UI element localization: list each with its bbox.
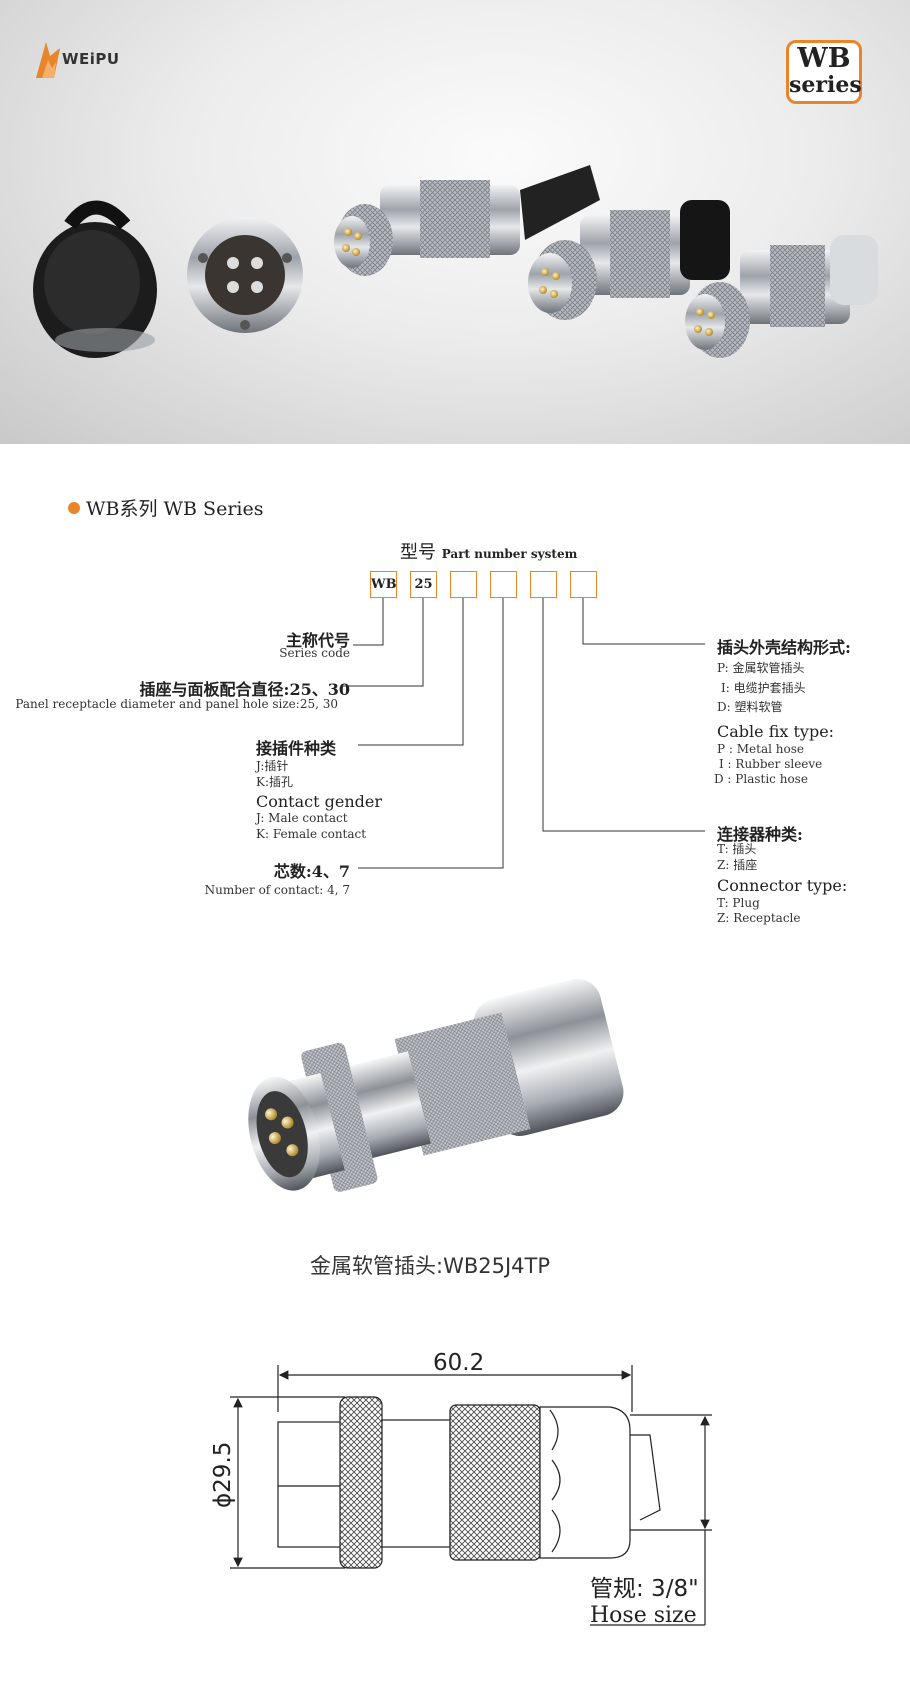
cable-fix-en-item-2: D : Plastic hose [714,772,808,786]
leader-lines [343,598,705,869]
hero-banner: WEiPU WB series [0,0,910,444]
part-number-title-en: Part number system [441,547,578,561]
section-title-text: WB系列 WB Series [86,498,264,520]
hose-size-en: Hose size [590,1603,697,1628]
section-title: WB系列 WB Series [68,494,263,521]
product-photo [248,978,624,1192]
brand-name: WEiPU [62,50,120,68]
contact-gender-en: Contact gender [256,792,382,811]
contacts-en: Number of contact: 4, 7 [204,883,350,897]
pn-box-type [530,571,557,598]
receptacle-with-cap [33,200,157,358]
connector-type-en-item-0: T: Plug [717,896,760,910]
cable-fix-cn: 插头外壳结构形式: [717,638,851,657]
cable-fix-cn-item-2: D: 塑料软管 [717,700,783,714]
product-lineup-image [33,165,878,358]
contact-gender-cn-item-1: K:插孔 [256,775,294,789]
series-code-cn: 主称代号 [285,631,350,650]
flange-receptacle [187,217,303,333]
pn-box-size: 25 [410,571,437,598]
bullet-dot [68,502,80,514]
connector-type-cn-item-0: T: 插头 [717,842,757,856]
part-number-title: 型号 Part number system [400,538,577,564]
panel-en: Panel receptacle diameter and panel hole… [15,697,338,711]
cable-fix-en-item-0: P : Metal hose [717,742,804,756]
product-caption: 金属软管插头:WB25J4TP [310,1254,551,1278]
series-code-en: Series code [279,646,350,660]
pn-box-gender [450,571,477,598]
pn-box-series: WB [370,571,397,598]
series-badge-top: WB [797,43,851,74]
panel-cn: 插座与面板配合直径:25、30 [139,680,350,699]
technical-drawing: 60.2 ϕ29.5 管规: 3/8" Hose size [210,1350,712,1628]
plug-black-sleeve [528,200,730,320]
contact-gender-cn: 接插件种类 [256,739,337,758]
series-badge-bottom: series [789,72,862,98]
plug-metal-hose [685,235,878,358]
diameter-dimension: ϕ29.5 [210,1442,236,1508]
connector-type-cn-item-1: Z: 插座 [717,858,758,872]
part-number-title-cn: 型号 [400,542,436,563]
cable-fix-cn-item-1: I: 电缆护套插头 [721,681,806,695]
connector-type-en-item-1: Z: Receptacle [717,911,801,925]
length-dimension: 60.2 [433,1350,484,1376]
flame-icon [36,42,60,78]
cable-fix-cn-item-0: P: 金属软管插头 [717,661,805,675]
cable-fix-en-item-1: I : Rubber sleeve [719,757,823,771]
brand-logo: WEiPU [32,38,142,80]
contact-gender-cn-item-0: J:插针 [256,759,289,773]
contact-gender-en-item-0: J: Male contact [256,811,348,825]
pn-box-contacts [490,571,517,598]
connector-type-cn: 连接器种类: [717,825,803,844]
connector-type-en: Connector type: [717,876,848,895]
series-badge: WB series [786,40,862,104]
hose-size-cn: 管规: 3/8" [590,1576,699,1602]
pn-box-cable [570,571,597,598]
plug-rubber-sleeve [334,165,600,276]
contacts-cn: 芯数:4、7 [273,862,350,881]
cable-fix-en: Cable fix type: [717,722,835,741]
contact-gender-en-item-1: K: Female contact [256,827,367,841]
